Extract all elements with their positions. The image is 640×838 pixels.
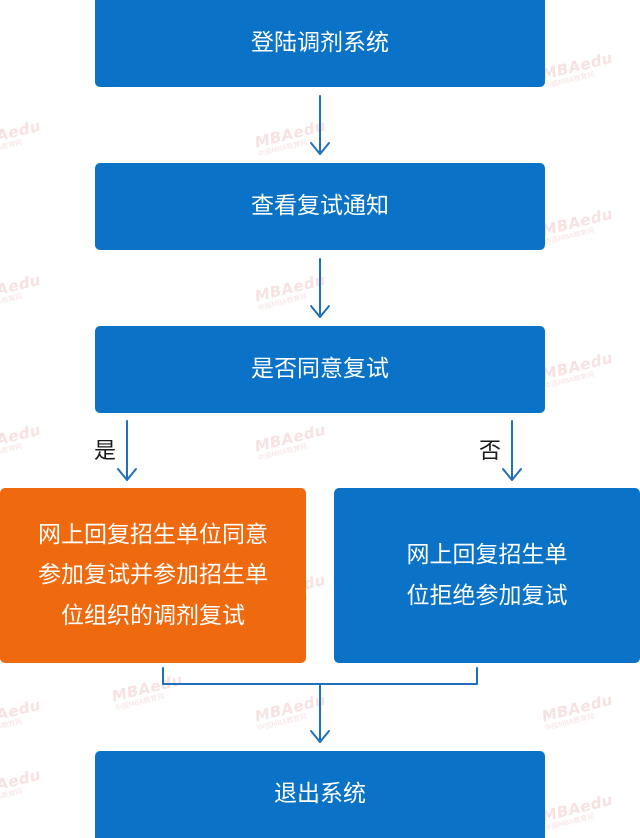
connector-merge-bracket xyxy=(162,667,478,685)
branch-no-label: 否 xyxy=(479,439,502,464)
yes-action-text: 网上回复招生单位同意 参加复试并参加招生单 位组织的调剂复试 xyxy=(38,522,268,629)
no-action-box: 网上回复招生单 位拒绝参加复试 xyxy=(334,488,640,663)
step-view-notice-box: 查看复试通知 xyxy=(95,163,545,250)
step-exit-box: 退出系统 xyxy=(95,751,545,838)
arrowhead-no xyxy=(502,468,522,481)
step-exit-text: 退出系统 xyxy=(274,781,366,808)
arrowhead-decide xyxy=(310,305,330,318)
yes-action-box: 网上回复招生单位同意 参加复试并参加招生单 位组织的调剂复试 xyxy=(0,488,306,663)
step-view-notice-text: 查看复试通知 xyxy=(251,193,389,220)
decision-box: 是否同意复试 xyxy=(95,326,545,413)
step-login-box: 登陆调剂系统 xyxy=(95,0,545,87)
arrowhead-yes xyxy=(117,468,137,481)
decision-text: 是否同意复试 xyxy=(251,356,389,383)
arrowhead-exit xyxy=(310,730,330,743)
step-login-text: 登陆调剂系统 xyxy=(251,30,389,57)
no-action-text: 网上回复招生单 位拒绝参加复试 xyxy=(406,542,568,609)
arrowhead-notice xyxy=(310,142,330,155)
branch-yes-label: 是 xyxy=(94,439,117,464)
